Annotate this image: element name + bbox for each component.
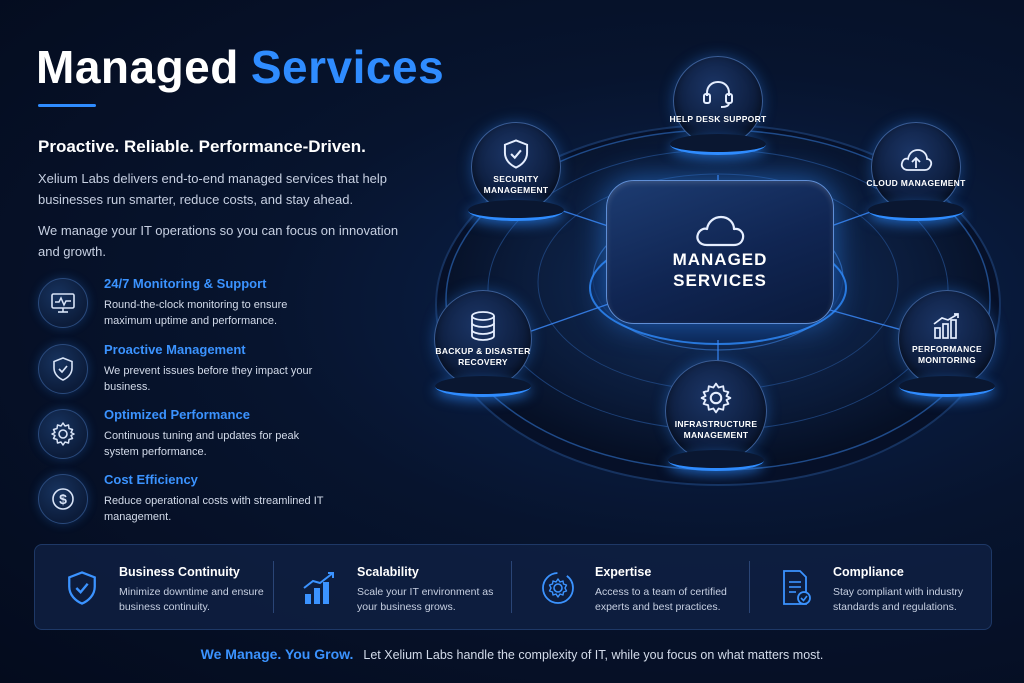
feature-description: Reduce operational costs with streamline… bbox=[104, 495, 324, 523]
feature-title: 24/7 Monitoring & Support bbox=[104, 276, 267, 291]
feature-item-monitoring: 24/7 Monitoring & Support Round-the-cloc… bbox=[38, 276, 398, 332]
node-label: INFRASTRUCTURE MANAGEMENT bbox=[674, 419, 758, 440]
footer-text: Let Xelium Labs handle the complexity of… bbox=[363, 648, 824, 662]
dollar-icon: $ bbox=[38, 474, 88, 524]
node-backup: BACKUP & DISASTER RECOVERY bbox=[434, 290, 532, 397]
feature-description: Continuous tuning and updates for peak s… bbox=[104, 430, 300, 458]
shield-check-icon bbox=[61, 567, 103, 609]
shield-check-icon bbox=[38, 344, 88, 394]
node-infrastructure: INFRASTRUCTURE MANAGEMENT bbox=[665, 360, 767, 471]
title-part-2: Services bbox=[250, 41, 445, 93]
shield-check-icon bbox=[503, 139, 529, 169]
benefits-panel: Business Continuity Minimize downtime an… bbox=[34, 544, 992, 630]
divider bbox=[511, 561, 512, 613]
monitor-pulse-icon bbox=[38, 278, 88, 328]
managed-services-hub: MANAGED SERVICES bbox=[606, 180, 834, 324]
benefit-compliance: Compliance Stay compliant with industry … bbox=[749, 559, 987, 615]
intro-paragraph-2: We manage your IT operations so you can … bbox=[38, 223, 399, 259]
feature-title: Optimized Performance bbox=[104, 407, 250, 422]
benefit-description: Access to a team of certified experts an… bbox=[595, 586, 727, 613]
node-label: HELP DESK SUPPORT bbox=[669, 113, 767, 124]
feature-description: Round-the-clock monitoring to ensure max… bbox=[104, 299, 288, 327]
services-diagram: MANAGED SERVICES HELP DESK SUPPORT SECUR… bbox=[420, 50, 1024, 530]
feature-title: Proactive Management bbox=[104, 342, 246, 357]
gear-icon bbox=[700, 382, 732, 414]
tagline: Proactive. Reliable. Performance-Driven. bbox=[38, 137, 366, 156]
feature-item-performance: Optimized Performance Continuous tuning … bbox=[38, 407, 398, 463]
cloud-icon bbox=[696, 215, 745, 247]
node-security: SECURITY MANAGEMENT bbox=[468, 122, 564, 221]
benefit-title: Compliance bbox=[833, 565, 904, 579]
benefit-title: Business Continuity bbox=[119, 565, 240, 579]
headset-icon bbox=[703, 80, 733, 108]
node-label: CLOUD MANAGEMENT bbox=[866, 177, 966, 188]
bar-chart-icon bbox=[933, 313, 959, 339]
gear-icon bbox=[38, 409, 88, 459]
divider bbox=[273, 561, 274, 613]
footer-slogan: We Manage. You Grow. bbox=[200, 646, 354, 662]
cloud-upload-icon bbox=[900, 148, 933, 171]
benefit-description: Minimize downtime and ensure business co… bbox=[119, 586, 264, 613]
title-underline bbox=[38, 104, 96, 107]
benefit-title: Expertise bbox=[595, 565, 652, 579]
node-performance: PERFORMANCE MONITORING bbox=[898, 290, 996, 397]
gear-cycle-icon bbox=[537, 567, 579, 609]
feature-description: We prevent issues before they impact you… bbox=[104, 365, 313, 393]
node-help-desk: HELP DESK SUPPORT bbox=[669, 56, 766, 155]
feature-item-cost: $ Cost Efficiency Reduce operational cos… bbox=[38, 472, 398, 528]
node-label: SECURITY MANAGEMENT bbox=[483, 174, 549, 195]
hub-label: MANAGED SERVICES bbox=[672, 250, 768, 290]
node-label: PERFORMANCE MONITORING bbox=[912, 344, 982, 365]
title-part-1: Managed bbox=[36, 41, 239, 93]
document-check-icon bbox=[775, 567, 817, 609]
benefit-expertise: Expertise Access to a team of certified … bbox=[511, 559, 749, 615]
node-cloud: CLOUD MANAGEMENT bbox=[866, 122, 965, 221]
divider bbox=[749, 561, 750, 613]
benefit-title: Scalability bbox=[357, 565, 419, 579]
feature-item-proactive: Proactive Management We prevent issues b… bbox=[38, 342, 398, 398]
intro-paragraph-1: Xelium Labs delivers end-to-end managed … bbox=[38, 171, 388, 207]
node-label: BACKUP & DISASTER RECOVERY bbox=[435, 346, 531, 367]
feature-title: Cost Efficiency bbox=[104, 472, 198, 487]
benefit-business-continuity: Business Continuity Minimize downtime an… bbox=[35, 559, 273, 615]
benefit-description: Stay compliant with industry standards a… bbox=[833, 586, 964, 613]
benefit-scalability: Scalability Scale your IT environment as… bbox=[273, 559, 511, 615]
svg-text:$: $ bbox=[59, 491, 67, 507]
benefit-description: Scale your IT environment as your busine… bbox=[357, 586, 494, 613]
footer: We Manage. You Grow. Let Xelium Labs hand… bbox=[0, 646, 1024, 662]
growth-chart-icon bbox=[299, 567, 341, 609]
database-icon bbox=[471, 311, 495, 341]
